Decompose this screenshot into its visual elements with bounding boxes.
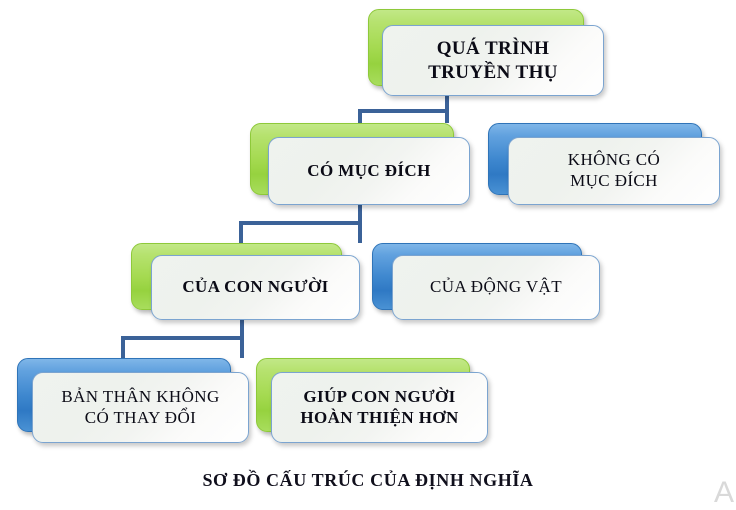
node-not-purposeful[interactable]: KHÔNG CÓ MỤC ĐÍCH xyxy=(488,123,720,205)
node-helps-human[interactable]: GIÚP CON NGƯỜI HOÀN THIỆN HƠN xyxy=(256,358,488,443)
corner-watermark-fragment: A xyxy=(713,476,734,509)
connector-to-purposeful xyxy=(358,109,362,123)
node-helps-human-label: GIÚP CON NGƯỜI HOÀN THIỆN HƠN xyxy=(300,386,459,427)
connector-to-of-animal xyxy=(358,221,362,243)
node-of-animal-face: CỦA ĐỘNG VẬT xyxy=(392,255,600,320)
node-of-animal-label: CỦA ĐỘNG VẬT xyxy=(430,277,562,297)
diagram-caption: SƠ ĐỒ CẤU TRÚC CỦA ĐỊNH NGHĨA xyxy=(202,470,534,490)
connector-to-self-unchanged xyxy=(121,336,125,358)
node-of-human[interactable]: CỦA CON NGƯỜI xyxy=(131,243,360,320)
node-not-purposeful-face: KHÔNG CÓ MỤC ĐÍCH xyxy=(508,137,720,205)
connector-to-of-human xyxy=(239,221,243,243)
node-of-animal[interactable]: CỦA ĐỘNG VẬT xyxy=(372,243,600,320)
connector-root-stem xyxy=(445,96,449,112)
node-helps-human-face: GIÚP CON NGƯỜI HOÀN THIỆN HƠN xyxy=(271,372,488,443)
connector-to-not-purposeful xyxy=(445,109,449,123)
node-self-unchanged-face: BẢN THÂN KHÔNG CÓ THAY ĐỔI xyxy=(32,372,249,443)
connector-purposeful-stem xyxy=(358,205,362,224)
node-of-human-face: CỦA CON NGƯỜI xyxy=(151,255,360,320)
node-purposeful[interactable]: CÓ MỤC ĐÍCH xyxy=(250,123,470,205)
connector-level2-bus xyxy=(358,109,447,113)
node-of-human-label: CỦA CON NGƯỜI xyxy=(182,277,329,297)
node-purposeful-face: CÓ MỤC ĐÍCH xyxy=(268,137,470,205)
connector-level4-bus xyxy=(121,336,244,340)
node-self-unchanged[interactable]: BẢN THÂN KHÔNG CÓ THAY ĐỔI xyxy=(17,358,249,443)
node-purposeful-label: CÓ MỤC ĐÍCH xyxy=(307,160,431,180)
node-root-label: QUÁ TRÌNH TRUYỀN THỤ xyxy=(428,38,558,83)
connector-level3-bus xyxy=(239,221,362,225)
node-root[interactable]: QUÁ TRÌNH TRUYỀN THỤ xyxy=(368,9,604,96)
connector-of-human-stem xyxy=(240,320,244,339)
node-not-purposeful-label: KHÔNG CÓ MỤC ĐÍCH xyxy=(567,150,661,190)
node-root-face: QUÁ TRÌNH TRUYỀN THỤ xyxy=(382,25,604,96)
connector-to-helps-human xyxy=(240,336,244,358)
node-self-unchanged-label: BẢN THÂN KHÔNG CÓ THAY ĐỔI xyxy=(61,386,220,427)
